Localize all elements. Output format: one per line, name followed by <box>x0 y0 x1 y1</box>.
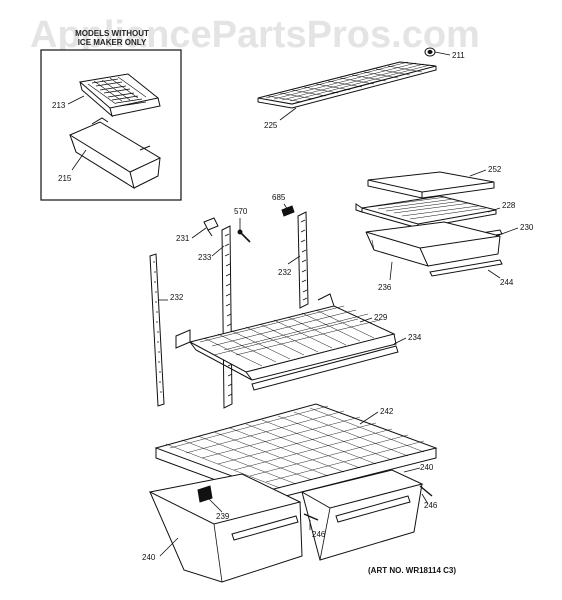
callout-232-left: 232 <box>170 293 184 302</box>
crisper-handle-right-part[interactable] <box>419 485 433 497</box>
ice-bucket-part[interactable] <box>68 117 162 190</box>
left-support-ladder-part[interactable] <box>221 225 233 409</box>
bracket-part[interactable] <box>203 217 219 237</box>
freezer-wire-shelf-part[interactable] <box>257 61 437 109</box>
art-number: (ART NO. WR18114 C3) <box>368 566 457 575</box>
leader-lines <box>67 51 519 557</box>
callout-211: 211 <box>452 51 465 60</box>
callout-232-right: 232 <box>278 268 292 277</box>
callout-244: 244 <box>500 278 514 287</box>
wire-shelf-part[interactable] <box>175 293 397 381</box>
callout-246-right: 246 <box>424 501 438 510</box>
deli-drawer-part[interactable] <box>365 221 501 267</box>
crisper-handle-left-part[interactable] <box>303 513 319 521</box>
trim-strip-part[interactable] <box>251 345 399 391</box>
inset-title-line2: ICE MAKER ONLY <box>77 38 147 47</box>
callout-228: 228 <box>502 201 516 210</box>
callout-570: 570 <box>234 207 248 216</box>
drawer-front-part[interactable] <box>429 259 503 277</box>
callout-225: 225 <box>264 121 278 130</box>
inset-title-line1: MODELS WITHOUT <box>75 29 149 38</box>
callout-685: 685 <box>272 193 286 202</box>
callout-240-right: 240 <box>420 463 434 472</box>
callout-231: 231 <box>176 234 190 243</box>
callout-230: 230 <box>520 223 534 232</box>
inset-title: MODELS WITHOUT ICE MAKER ONLY <box>52 29 172 47</box>
crisper-pan-left-part[interactable] <box>148 473 303 583</box>
right-support-ladder-part[interactable] <box>297 211 309 309</box>
callout-242: 242 <box>380 407 394 416</box>
callout-233: 233 <box>198 253 212 262</box>
callout-236: 236 <box>378 283 392 292</box>
ice-tray-part[interactable] <box>78 73 161 118</box>
callout-240-left: 240 <box>142 553 156 562</box>
shelf-end-cap-part[interactable] <box>424 47 436 57</box>
left-shelf-ladder-part[interactable] <box>149 253 165 407</box>
callout-239: 239 <box>216 512 230 521</box>
callout-229: 229 <box>374 313 388 322</box>
callout-252: 252 <box>488 165 502 174</box>
callout-215: 215 <box>58 174 72 183</box>
upper-glass-shelf-part[interactable] <box>355 195 497 229</box>
callout-213: 213 <box>52 101 66 110</box>
callout-labels: 211 213 215 225 252 228 230 236 244 685 … <box>52 51 534 562</box>
clip-part[interactable] <box>281 205 295 217</box>
callout-234: 234 <box>408 333 422 342</box>
deli-cover-part[interactable] <box>367 171 495 199</box>
crisper-pan-right-part[interactable] <box>300 469 424 561</box>
callout-246-left: 246 <box>312 530 326 539</box>
